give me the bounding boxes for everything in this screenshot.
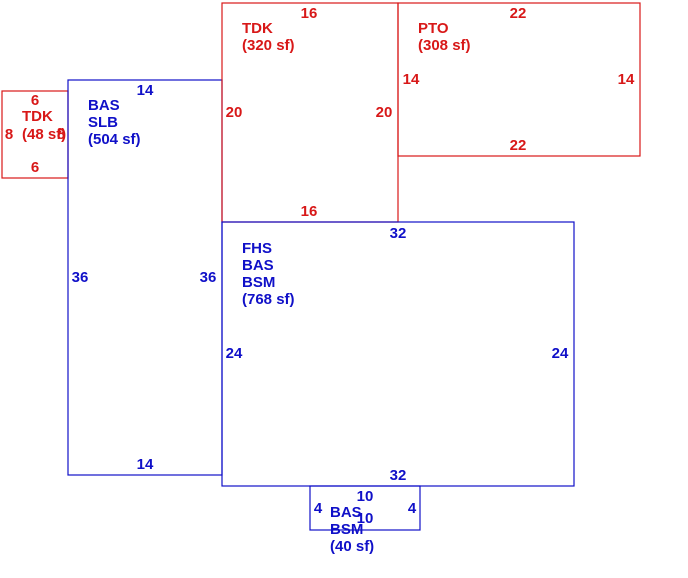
area-label-line: PTO	[418, 20, 449, 37]
outline	[309, 485, 421, 531]
dim-top: 32	[390, 225, 407, 242]
dim-left: 20	[226, 104, 243, 121]
area-label-line: (320 sf)	[242, 37, 295, 54]
area-label-line: BSM	[330, 521, 363, 538]
area-fhs-bas-bsm: FHS BAS BSM (768 sf) 32 32 24 24	[221, 221, 575, 487]
area-tdk-large: TDK (320 sf) 16 16 20 20	[221, 2, 399, 223]
dim-left: 14	[403, 71, 420, 88]
dim-bottom: 6	[31, 159, 39, 176]
dim-left: 24	[226, 345, 243, 362]
area-bas-slb: BAS SLB (504 sf) 14 14 36 36	[67, 79, 223, 476]
dim-right: 24	[552, 345, 569, 362]
area-label-line: BSM	[242, 274, 275, 291]
dim-top: 22	[510, 5, 527, 22]
dim-top: 14	[137, 82, 154, 99]
area-label-line: TDK	[242, 20, 273, 37]
area-label-line: BAS	[330, 504, 362, 521]
dim-left: 8	[5, 126, 13, 143]
area-pto: PTO (308 sf) 22 22 14 14	[397, 2, 641, 157]
area-label-line: TDK	[22, 108, 53, 125]
area-tdk-small: TDK (48 sf) 6 6 8 8	[1, 90, 69, 179]
dim-left: 4	[314, 500, 323, 517]
area-label-line: (40 sf)	[330, 538, 374, 555]
area-label-line: (504 sf)	[88, 131, 141, 148]
dim-right: 14	[618, 71, 635, 88]
dim-bottom: 32	[390, 467, 407, 484]
dim-bottom: 22	[510, 137, 527, 154]
area-label-line: SLB	[88, 114, 118, 131]
dim-top: 10	[357, 488, 374, 505]
dim-right: 4	[408, 500, 417, 517]
dim-top: 16	[301, 5, 318, 22]
dim-bottom: 10	[357, 510, 374, 527]
dim-right: 36	[200, 269, 217, 286]
area-bas-bsm: BAS BSM (40 sf) 10 10 4 4	[309, 485, 421, 555]
area-label-line: (48 sf)	[22, 126, 66, 143]
outline	[221, 221, 575, 487]
area-label-line: BAS	[88, 97, 120, 114]
area-label-line: (768 sf)	[242, 291, 295, 308]
dim-bottom: 16	[301, 203, 318, 220]
area-label-line: BAS	[242, 257, 274, 274]
area-label-line: FHS	[242, 240, 272, 257]
dim-right: 20	[376, 104, 393, 121]
area-label-line: (308 sf)	[418, 37, 471, 54]
dim-top: 6	[31, 92, 39, 109]
dim-left: 36	[72, 269, 89, 286]
outline	[397, 2, 641, 157]
dim-bottom: 14	[137, 456, 154, 473]
dim-right: 8	[57, 126, 65, 143]
